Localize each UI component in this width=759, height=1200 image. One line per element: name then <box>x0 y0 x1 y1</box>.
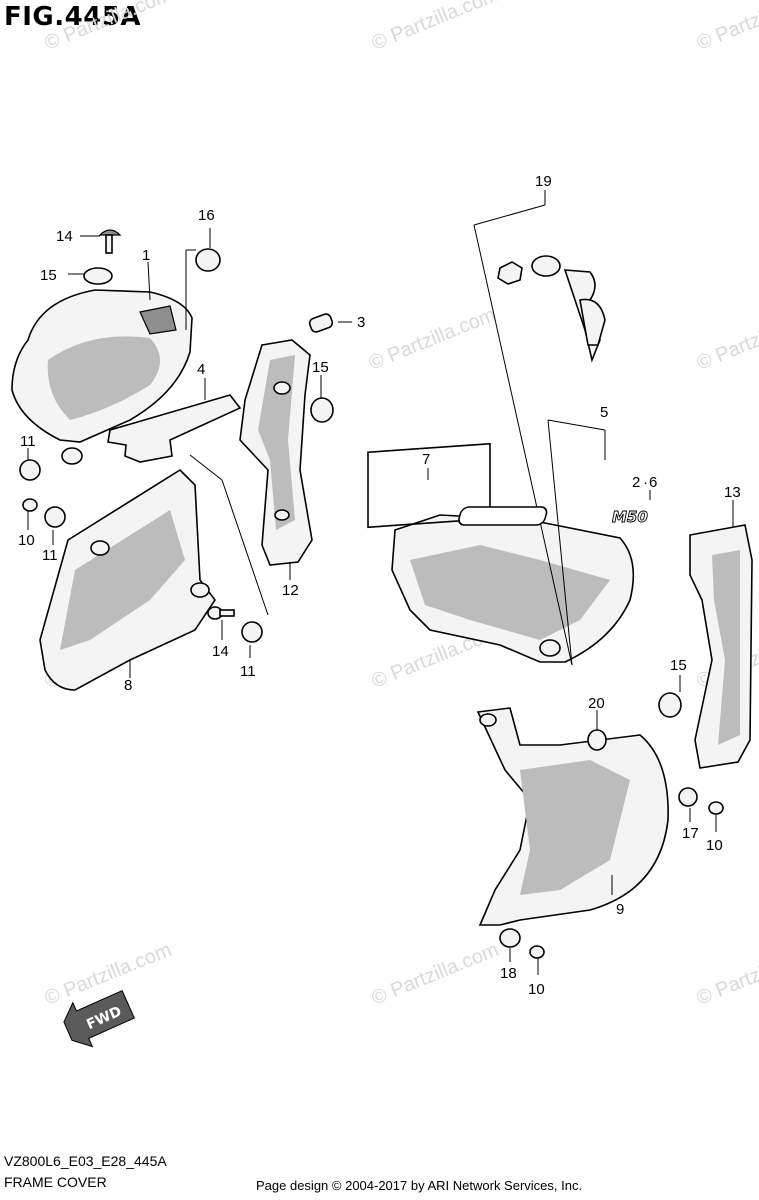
callout-15: 15 <box>312 359 329 376</box>
callout-11: 11 <box>240 663 256 680</box>
callout-17: 17 <box>682 825 699 842</box>
part-7-side-cover <box>367 442 635 663</box>
part-12-bracket <box>239 339 313 566</box>
callout-2: 2 <box>632 474 640 491</box>
callout-14: 14 <box>212 643 229 660</box>
watermark: © Partzilla.com <box>694 939 759 1010</box>
watermark: © Partzilla.com <box>369 939 502 1010</box>
callout-4: 4 <box>197 361 205 378</box>
part-1-frame-cover-upper <box>11 289 193 465</box>
callout-20: 20 <box>588 695 605 712</box>
callout-14: 14 <box>56 228 73 245</box>
part-6-emblem: M50 <box>458 506 648 526</box>
watermark: © Partzilla.com <box>694 0 759 55</box>
callout-5: 5 <box>600 404 608 421</box>
emblem-text: M50 <box>612 508 648 526</box>
model-code: VZ800L6_E03_E28_445A <box>4 1153 167 1169</box>
hardware-parts <box>19 229 724 959</box>
callout-1: 1 <box>142 247 150 264</box>
callout-12: 12 <box>282 582 299 599</box>
callout-3: 3 <box>357 314 365 331</box>
callout-18: 18 <box>500 965 517 982</box>
callout-13: 13 <box>724 484 741 501</box>
callout-8: 8 <box>124 677 132 694</box>
figure-caption: FRAME COVER <box>4 1174 107 1190</box>
leader-lines <box>27 190 734 975</box>
callout-10: 10 <box>18 532 35 549</box>
callout-15: 15 <box>670 657 687 674</box>
part-8-frame-cover-lower <box>39 468 216 691</box>
callout-9: 9 <box>616 901 624 918</box>
callout-15: 15 <box>40 267 57 284</box>
watermark: © Partzilla.com <box>369 0 502 55</box>
watermark: © Partzilla.com <box>42 0 175 55</box>
watermark: © Partzilla.com <box>694 304 759 375</box>
callout-11: 11 <box>42 547 58 564</box>
callout-19: 19 <box>535 173 552 190</box>
callout-11: 11 <box>20 433 36 450</box>
callout-separator: · <box>643 474 648 491</box>
callout-16: 16 <box>198 207 215 224</box>
callout-7: 7 <box>422 451 430 468</box>
callout-10: 10 <box>528 981 545 998</box>
figure-title: FIG.445A <box>4 2 142 32</box>
callout-6: 6 <box>649 474 657 491</box>
part-13-cover-strip <box>689 524 753 769</box>
part-4-bracket <box>107 394 242 463</box>
part-9-lower-cover <box>476 707 669 926</box>
watermark: © Partzilla.com <box>366 304 499 375</box>
page-credit: Page design © 2004-2017 by ARI Network S… <box>256 1178 583 1193</box>
callout-layer: 14 15 1 16 3 4 15 11 10 11 14 11 8 12 19… <box>18 173 741 998</box>
callout-10: 10 <box>706 837 723 854</box>
